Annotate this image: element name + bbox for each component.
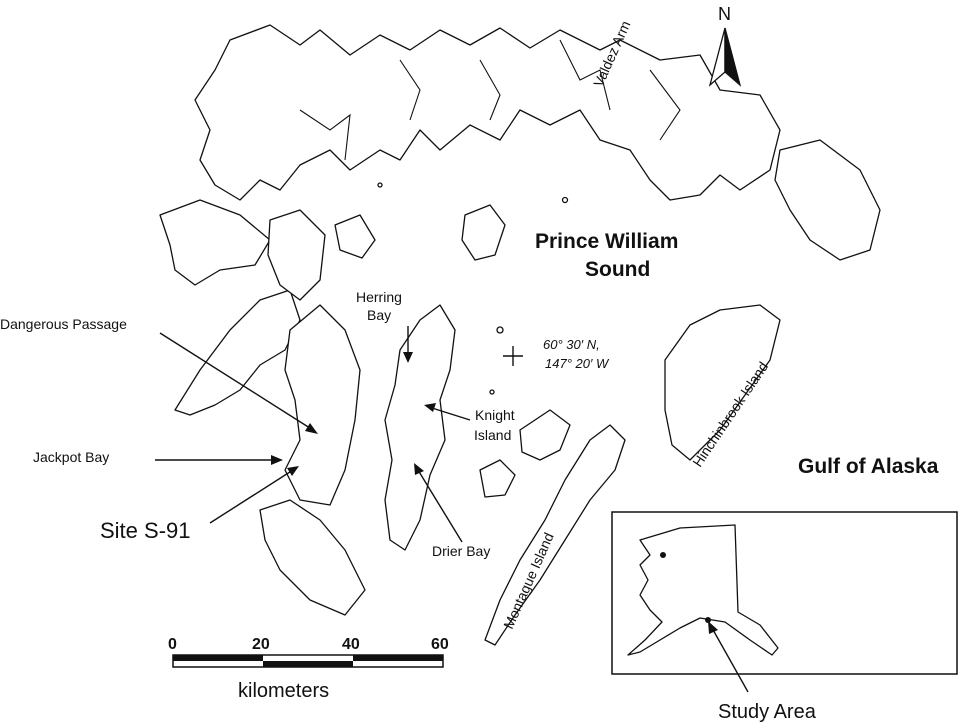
label-sound: Sound — [585, 258, 650, 281]
coastline-group — [159, 24, 881, 646]
islet-4 — [377, 182, 383, 188]
pointer-arrows — [155, 326, 471, 543]
scale-bar: 0 20 40 60 kilometers — [168, 636, 449, 702]
small-island-1 — [334, 214, 376, 259]
label-site: Site S-91 — [100, 518, 191, 543]
scale-unit-label: kilometers — [238, 680, 329, 702]
arrow-drier-bay — [417, 469, 463, 543]
islet-3 — [561, 196, 569, 204]
northern-mainland — [194, 24, 781, 201]
arrow-head-knight-island — [424, 403, 436, 412]
fjord-2 — [399, 59, 421, 121]
label-drier-bay: Drier Bay — [432, 543, 490, 559]
arrow-head-jackpot-bay — [271, 455, 283, 465]
inset-marker-1 — [660, 552, 666, 558]
arrow-head-site — [287, 466, 299, 476]
label-jackpot-bay: Jackpot Bay — [33, 449, 109, 465]
label-prince-william: Prince William — [535, 230, 678, 253]
scale-tick-0: 0 — [168, 636, 177, 653]
latouche-area — [519, 409, 571, 461]
scale-seg-1 — [173, 655, 263, 661]
fjord-5 — [649, 69, 681, 141]
arrow-head-study-area — [708, 621, 718, 634]
scale-tick-60: 60 — [431, 636, 449, 653]
label-gulf-of-alaska: Gulf of Alaska — [798, 455, 939, 478]
scale-seg-3 — [353, 655, 443, 661]
label-knight: Knight — [475, 407, 515, 423]
evans-island-area — [284, 304, 361, 506]
inset-study-location — [705, 617, 711, 623]
arrow-head-dangerous-passage — [305, 423, 318, 434]
naked-island — [461, 204, 506, 261]
label-knight-island: Island — [474, 427, 511, 443]
eastern-mainland — [774, 139, 881, 261]
label-herring-bay: Bay — [367, 307, 391, 323]
north-arrow-right — [724, 27, 742, 87]
islet-1 — [496, 326, 504, 334]
inset-map — [611, 511, 958, 693]
southwest-islands — [259, 499, 366, 616]
inset-alaska-outline — [627, 524, 779, 656]
fjord-1 — [299, 109, 351, 161]
coordinate-lon: 147° 20′ W — [545, 356, 610, 371]
north-arrow-left — [708, 27, 726, 87]
coordinate-lat: 60° 30′ N, — [543, 337, 600, 352]
north-arrow-label: N — [718, 4, 731, 24]
arrow-head-herring-bay — [403, 352, 413, 363]
fjord-4 — [559, 39, 611, 111]
hinchinbrook-island-shape — [664, 304, 781, 461]
western-peninsula-3 — [267, 209, 326, 301]
scale-tick-40: 40 — [342, 636, 360, 653]
green-island — [479, 459, 516, 498]
coordinate-marker — [503, 346, 523, 366]
scale-tick-20: 20 — [252, 636, 270, 653]
arrow-dangerous-passage — [159, 332, 314, 431]
arrow-knight-island — [431, 407, 471, 421]
arrow-head-drier-bay — [414, 463, 424, 475]
knight-island-shape — [384, 304, 456, 551]
western-peninsula-1 — [174, 289, 301, 416]
arrow-site — [209, 469, 294, 524]
label-herring: Herring — [356, 289, 402, 305]
label-dangerous-passage: Dangerous Passage — [0, 316, 127, 332]
islet-2 — [489, 389, 495, 395]
label-study-area: Study Area — [718, 701, 817, 723]
western-peninsula-2 — [159, 199, 271, 286]
north-arrow: N — [708, 4, 742, 87]
scale-seg-2 — [263, 661, 353, 667]
arrow-study-area — [711, 627, 749, 693]
fjord-3 — [479, 59, 501, 121]
montague-island-shape — [484, 424, 626, 646]
